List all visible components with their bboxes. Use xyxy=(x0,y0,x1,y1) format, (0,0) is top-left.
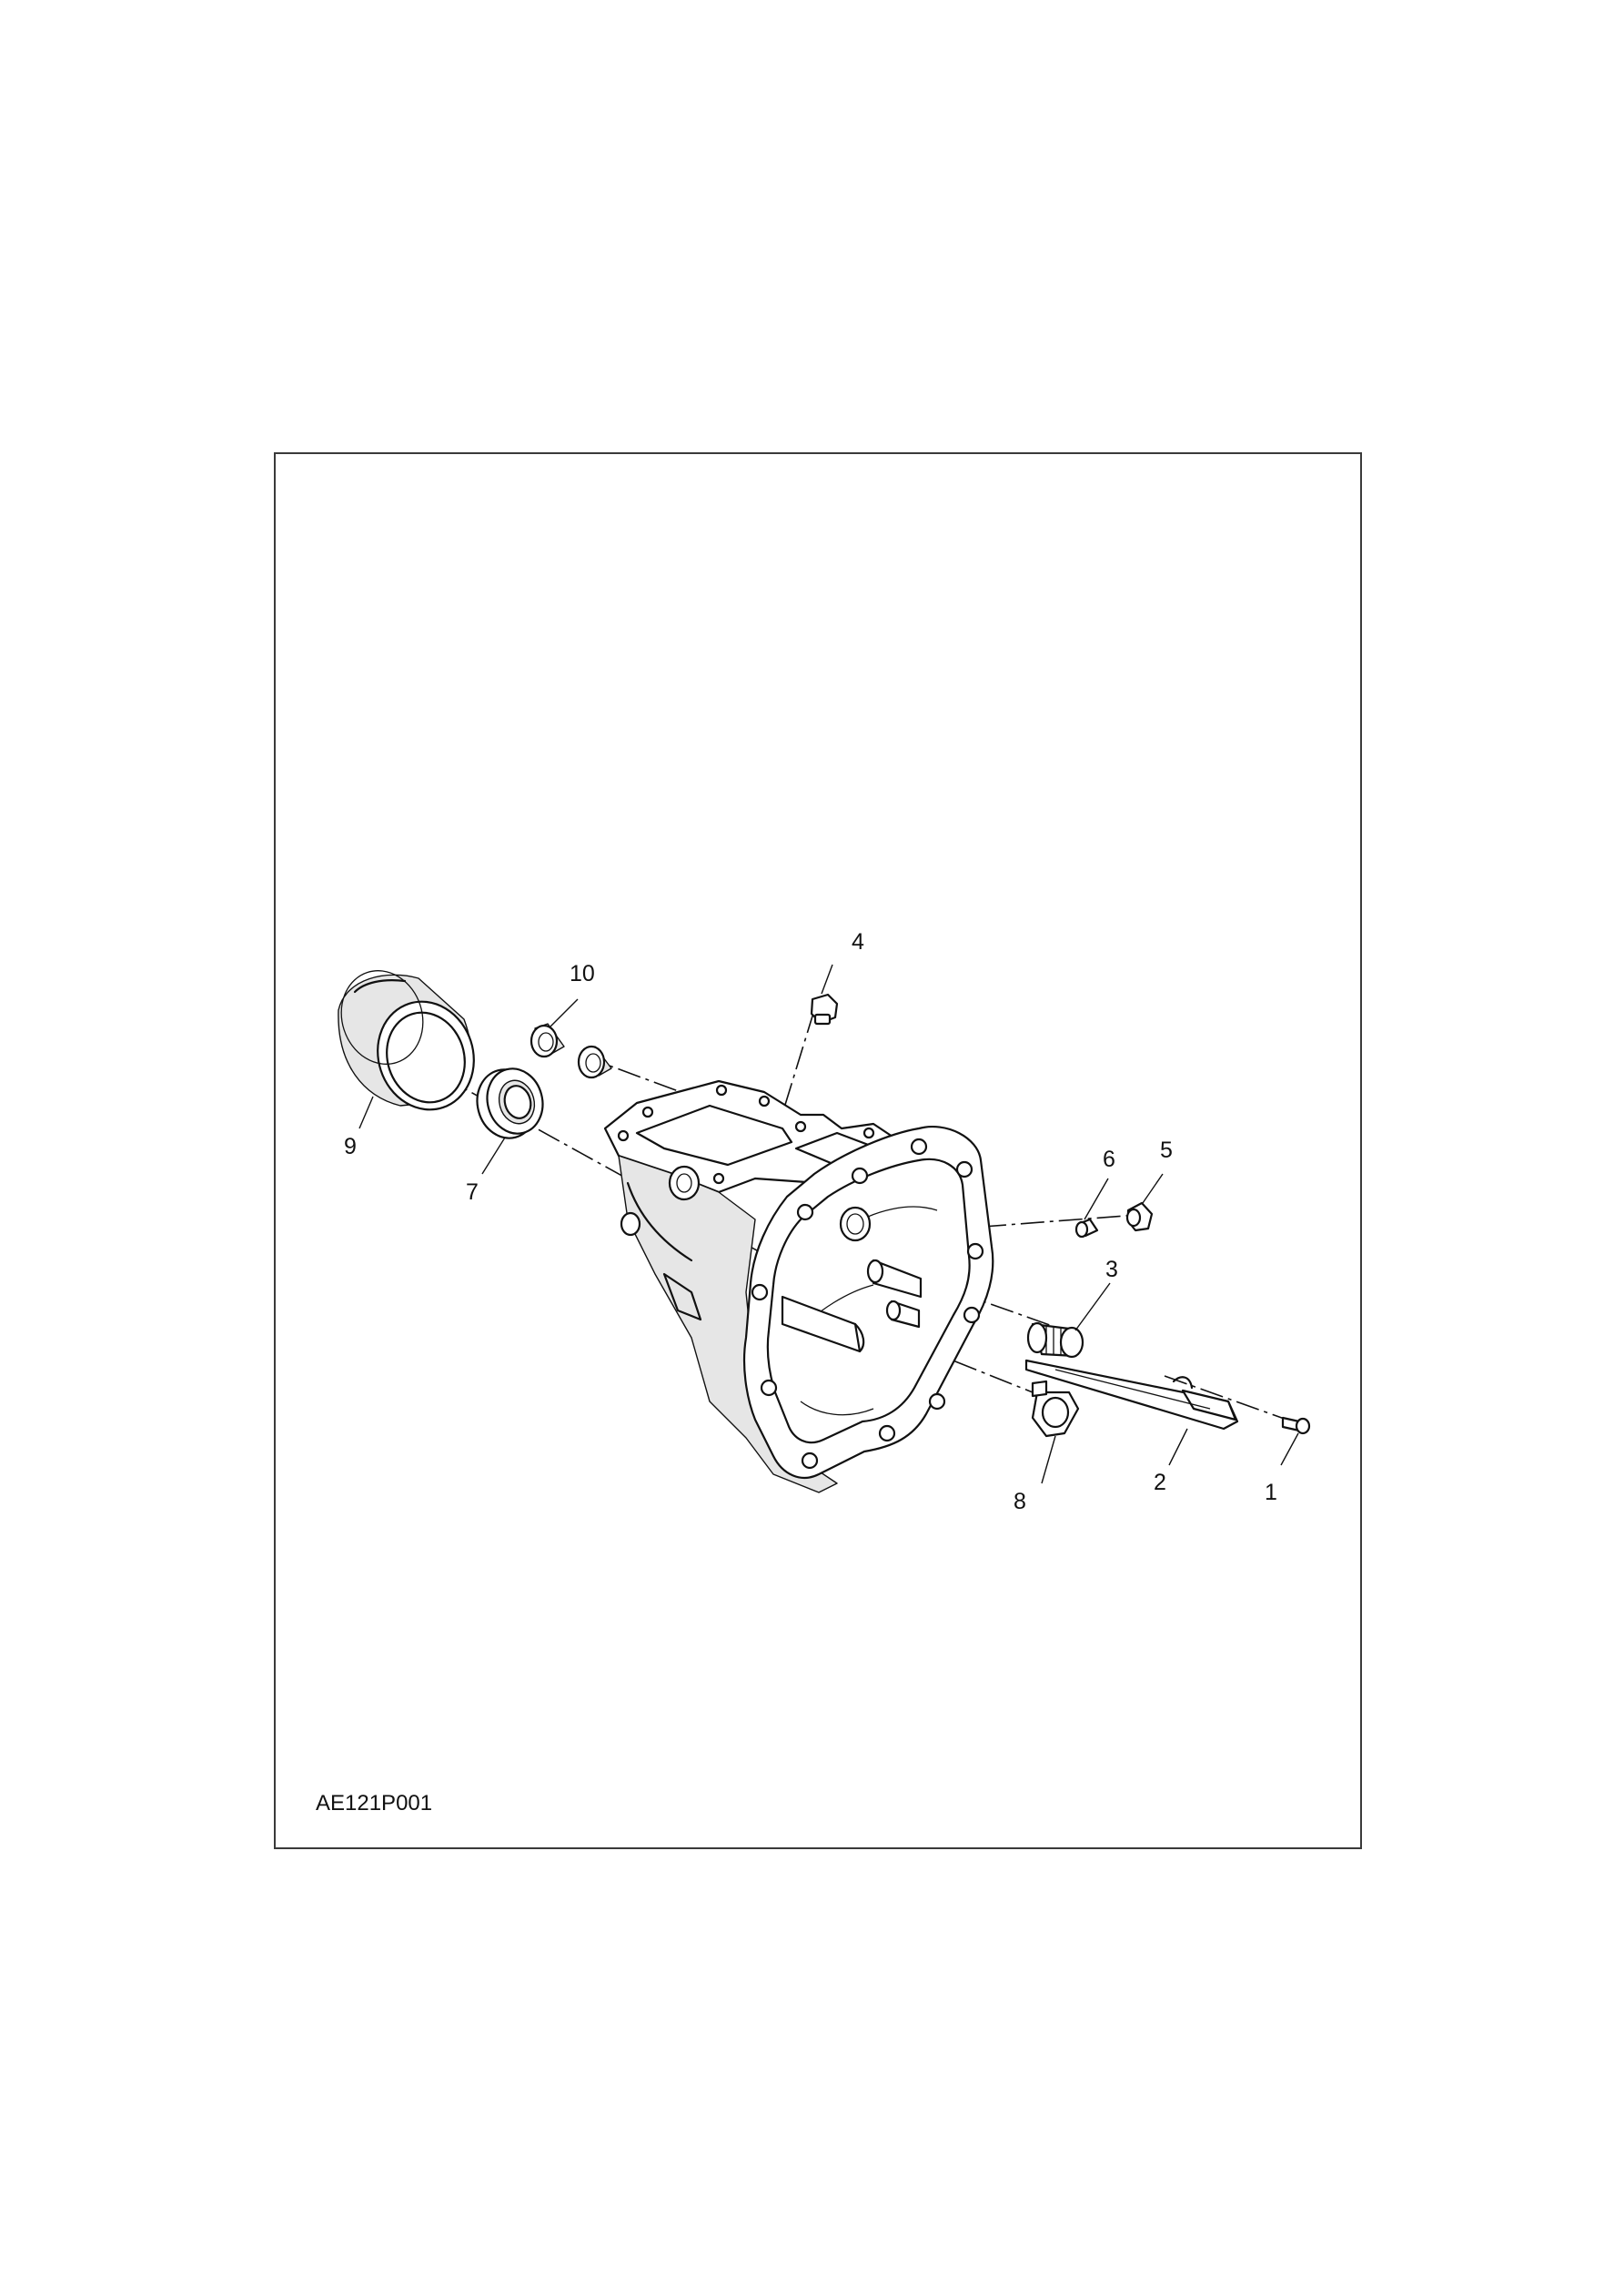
part-4-plug xyxy=(810,993,839,1026)
callout-6: 6 xyxy=(1103,1147,1115,1172)
part-7-oil-seal xyxy=(476,1067,544,1139)
part-housing xyxy=(603,1079,994,1493)
part-6-plug xyxy=(1074,1218,1099,1239)
callout-2: 2 xyxy=(1154,1470,1166,1495)
part-5-plug xyxy=(1125,1201,1154,1232)
part-3-switch xyxy=(1026,1321,1084,1359)
part-8-bracket xyxy=(1031,1380,1080,1438)
part-10-bushes xyxy=(530,1023,612,1079)
part-2-lever xyxy=(1024,1359,1239,1431)
callout-7: 7 xyxy=(466,1179,479,1205)
callout-labels: 1 2 3 4 5 6 7 8 9 10 xyxy=(344,929,1277,1514)
part-1-bolt xyxy=(1281,1416,1311,1435)
callout-3: 3 xyxy=(1105,1257,1118,1282)
callout-4: 4 xyxy=(852,929,864,955)
part-9-sleeve xyxy=(338,970,475,1111)
callout-5: 5 xyxy=(1160,1138,1173,1163)
leader-lines xyxy=(358,964,1299,1484)
figure-reference-code: AE121P001 xyxy=(316,1791,433,1816)
callout-8: 8 xyxy=(1014,1489,1026,1514)
callout-9: 9 xyxy=(344,1134,357,1159)
callout-1: 1 xyxy=(1265,1480,1277,1505)
diagram-frame xyxy=(274,452,1362,1849)
callout-10: 10 xyxy=(570,961,595,986)
